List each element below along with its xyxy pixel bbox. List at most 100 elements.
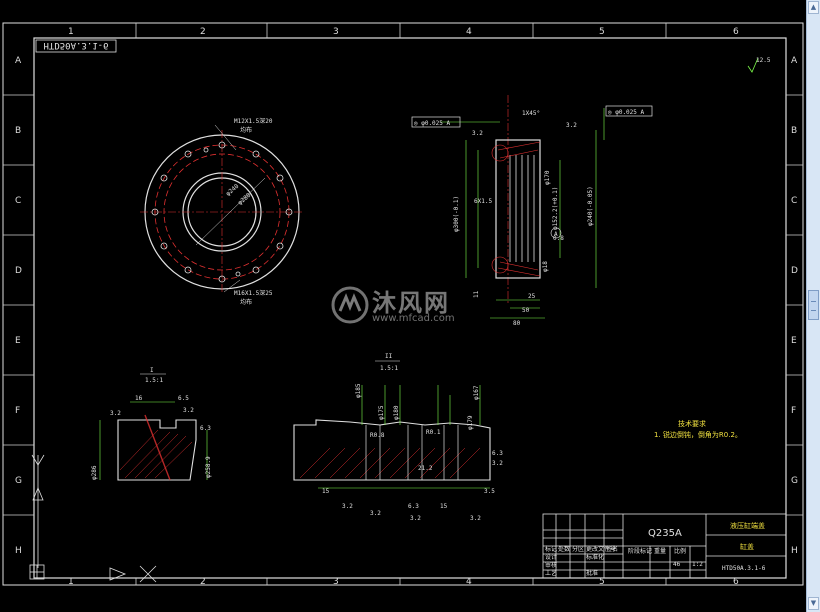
tolerance-left: ◎ φ0.025 A <box>414 120 451 127</box>
watermark-title: 沐风网 <box>372 289 450 317</box>
row-header: 分区 <box>572 545 584 553</box>
row-process: 批准 <box>586 569 598 577</box>
detail-two-dim: 6.3 <box>492 450 503 457</box>
row-label-right: D <box>791 266 798 276</box>
row-header: 签名 <box>606 545 618 553</box>
col-label-bottom: 3 <box>333 577 339 587</box>
dim-0-8: 0.8 <box>553 235 564 242</box>
detail-two-dim: 15 <box>440 503 448 510</box>
row-label-left: D <box>15 266 22 276</box>
row-label-right: C <box>791 196 797 206</box>
dim-170: φ170 <box>544 170 551 185</box>
detail-two-dim: 3.2 <box>492 460 503 467</box>
dim-80: 80 <box>513 320 521 327</box>
col-label-top: 6 <box>733 27 739 37</box>
detail-one-scale: 1.5:1 <box>145 377 163 384</box>
detail-two-dim: 3.2 <box>370 510 381 517</box>
thread-label-bottom-sub: 均布 <box>240 298 252 306</box>
thread-label-top-sub: 均布 <box>240 126 252 134</box>
row-design: 设计 <box>545 553 557 561</box>
detail-two-dim: φ167 <box>473 385 480 400</box>
row-label-left: B <box>15 126 21 136</box>
col-label-top: 1 <box>68 27 74 37</box>
roughness-value: 12.5 <box>756 57 771 64</box>
inner-frame <box>33 37 787 579</box>
detail-two-dim: φ175 <box>378 405 385 420</box>
detail-two-dim: φ185 <box>355 383 362 398</box>
detail-two-dim: 6.3 <box>408 503 419 510</box>
row-label-right: B <box>791 126 797 136</box>
detail-one-dim: 3.2 <box>110 410 121 417</box>
col-label-top: 2 <box>200 27 206 37</box>
detail-one-dim: 6.5 <box>178 395 189 402</box>
row-label-left: H <box>15 546 22 556</box>
detail-one-dim: 6.3 <box>200 425 211 432</box>
dim-11: 11 <box>473 290 480 298</box>
detail-two-dim: R0.1 <box>426 429 441 436</box>
detail-two-dim: 15 <box>322 488 330 495</box>
row-label-right: H <box>791 546 798 556</box>
dim-18: φ18 <box>542 261 549 272</box>
drawing-number: HTD50A.3.1-6 <box>722 565 766 572</box>
col-label-bottom: 2 <box>200 577 206 587</box>
detail-two-dim: 21.2 <box>418 465 433 472</box>
dim-240: φ240(-0.05) <box>587 186 594 226</box>
roughness-left: 3.2 <box>472 130 483 137</box>
vertical-scrollbar[interactable]: ▲ ▼ <box>806 0 820 612</box>
row-header: 更改文件号 <box>586 545 616 553</box>
row-label-left: G <box>15 476 22 486</box>
detail-two-dim: 3.5 <box>484 488 495 495</box>
scroll-thumb[interactable] <box>808 290 819 320</box>
outer-border <box>2 22 804 586</box>
detail-view-two: II 1.5:1 φ185 φ175 φ180 φ167 φ179 R0.8 <box>293 353 503 522</box>
projection-symbol <box>29 454 157 583</box>
mfcad-logo-icon <box>331 286 369 324</box>
header-cell: 阶段标记 <box>628 547 652 555</box>
row-design: 标准化 <box>586 553 604 561</box>
detail-one-dim: φ258.9 <box>205 456 212 478</box>
title-block-headers: 阶段标记 重量 比例 标记 处数 分区 更改文件号 签名 设计 标准化 审核 工… <box>545 545 686 577</box>
flipped-drawing-number: HTD50A.3.1-6 <box>43 40 108 50</box>
roughness-right: 3.2 <box>566 122 577 129</box>
diameter-inner: φ240 <box>225 183 241 198</box>
detail-two-dim: R0.8 <box>370 432 385 439</box>
title-block <box>542 513 787 579</box>
row-process: 工艺 <box>545 569 557 577</box>
tolerance-frame-right <box>605 105 653 117</box>
detail-two-dim: φ180 <box>393 405 400 420</box>
detail-one-label: I <box>150 367 154 374</box>
col-label-bottom: 1 <box>68 577 74 587</box>
col-label-top: 5 <box>599 27 605 37</box>
scroll-down-button[interactable]: ▼ <box>808 597 819 610</box>
material-label: Q235A <box>648 528 682 539</box>
dim-6x1: 6X1.5 <box>474 198 492 205</box>
detail-two-dim: 3.2 <box>410 515 421 522</box>
chevron-up-icon: ▲ <box>810 3 817 11</box>
dim-25: 25 <box>528 293 536 300</box>
detail-one-dim: 16 <box>135 395 143 402</box>
row-label-right: G <box>791 476 798 486</box>
dim-152: φ152.2(+0.1) <box>552 187 559 230</box>
watermark-url: www.mfcad.com <box>372 313 455 324</box>
col-label-bottom: 5 <box>599 577 605 587</box>
detail-view-one: I 1.5:1 16 6.5 3.2 3.2 6.3 φ286 φ258.9 <box>91 367 212 481</box>
detail-two-dim: 3.2 <box>342 503 353 510</box>
tech-req-title: 技术要求 <box>678 419 706 428</box>
front-view: M12X1.5深20 均布 M16X1.5深25 均布 φ240 φ280 <box>140 117 304 306</box>
row-header: 处数 <box>558 545 570 553</box>
row-label-right: E <box>791 336 797 346</box>
header-cell: 重量 <box>654 547 666 555</box>
dim-300: φ300(-0.1) <box>453 196 460 232</box>
part-name: 液压缸端盖 <box>730 521 765 530</box>
datum-label: A <box>554 231 558 238</box>
technical-requirements: 技术要求 1. 锐边倒钝，倒角为R0.2。 <box>654 419 742 439</box>
section-view: ◎ φ0.025 A ◎ φ0.025 A 1X45° 3.2 3.2 6X1.… <box>411 95 653 327</box>
chamfer-dim: 1X45° <box>522 110 540 117</box>
tech-req-line: 1. 锐边倒钝，倒角为R0.2。 <box>654 430 742 439</box>
zone-grid <box>3 23 803 585</box>
dim-50: 50 <box>522 307 530 314</box>
col-label-top: 4 <box>466 27 472 37</box>
scroll-up-button[interactable]: ▲ <box>808 1 819 14</box>
tolerance-frame-left <box>411 116 461 128</box>
